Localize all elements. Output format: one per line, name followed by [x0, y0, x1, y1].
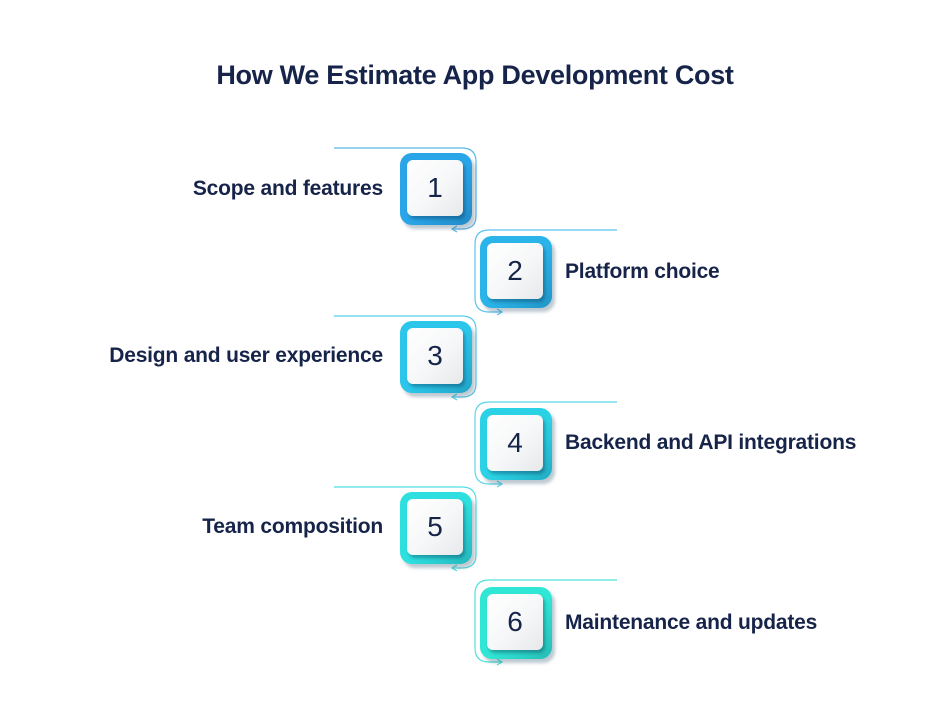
- step-number: 4: [507, 427, 523, 458]
- step-card: 3: [407, 328, 463, 384]
- step-number: 6: [507, 606, 523, 637]
- step-card: 2: [487, 243, 543, 299]
- step-box-5: 5: [400, 492, 472, 564]
- step-number: 2: [507, 255, 523, 286]
- step-label-5: Team composition: [202, 515, 383, 538]
- step-box-2: 2: [480, 236, 552, 308]
- step-number: 1: [427, 172, 443, 203]
- step-box-6: 6: [480, 587, 552, 659]
- step-label-6: Maintenance and updates: [565, 611, 818, 634]
- step-box-1: 1: [400, 153, 472, 225]
- step-number: 3: [427, 340, 443, 371]
- step-card: 6: [487, 594, 543, 650]
- diagram-title: How We Estimate App Development Cost: [216, 60, 734, 90]
- step-box-3: 3: [400, 321, 472, 393]
- step-label-1: Scope and features: [192, 177, 383, 200]
- step-card: 4: [487, 415, 543, 471]
- step-number: 5: [427, 511, 443, 542]
- step-card: 5: [407, 499, 463, 555]
- step-label-2: Platform choice: [565, 260, 720, 283]
- step-label-3: Design and user experience: [109, 344, 383, 367]
- step-card: 1: [407, 160, 463, 216]
- step-box-4: 4: [480, 408, 552, 480]
- step-label-4: Backend and API integrations: [565, 431, 857, 454]
